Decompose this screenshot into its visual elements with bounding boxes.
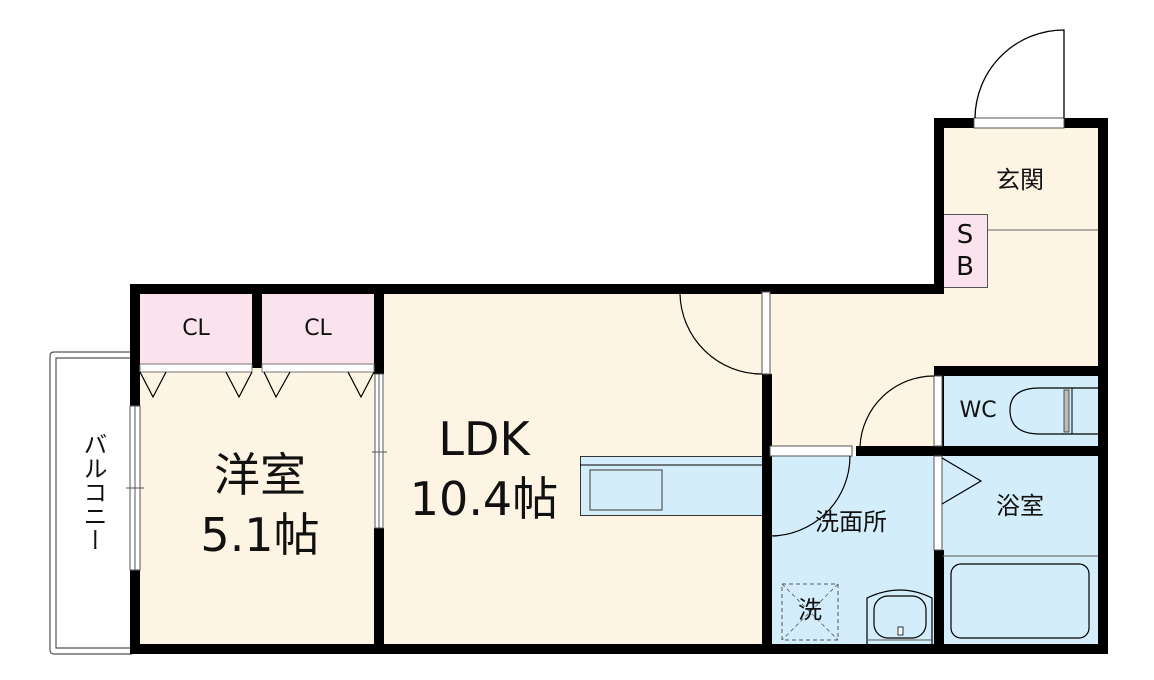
ldk-label: LDK	[438, 412, 530, 466]
western-room	[132, 368, 380, 650]
bathroom-label: 浴室	[996, 492, 1044, 520]
entrance-label: 玄関	[996, 166, 1044, 194]
wc-label: WC	[959, 398, 997, 423]
ldk-size: 10.4帖	[409, 472, 559, 526]
closet-1-label: CL	[182, 316, 210, 341]
balcony-label: バルコニー	[79, 432, 107, 552]
washroom-label: 洗面所	[815, 508, 887, 536]
western-room-size: 5.1帖	[200, 508, 320, 562]
washer-label: 洗	[798, 596, 822, 624]
shoe-box-s: S	[956, 220, 974, 250]
shoe-box	[942, 214, 988, 288]
closet-1	[140, 292, 252, 364]
shoe-box-b: B	[956, 252, 974, 282]
closet-2	[262, 292, 376, 364]
western-room-label: 洋室	[214, 448, 306, 502]
closet-2-label: CL	[304, 316, 332, 341]
balcony	[50, 352, 132, 650]
